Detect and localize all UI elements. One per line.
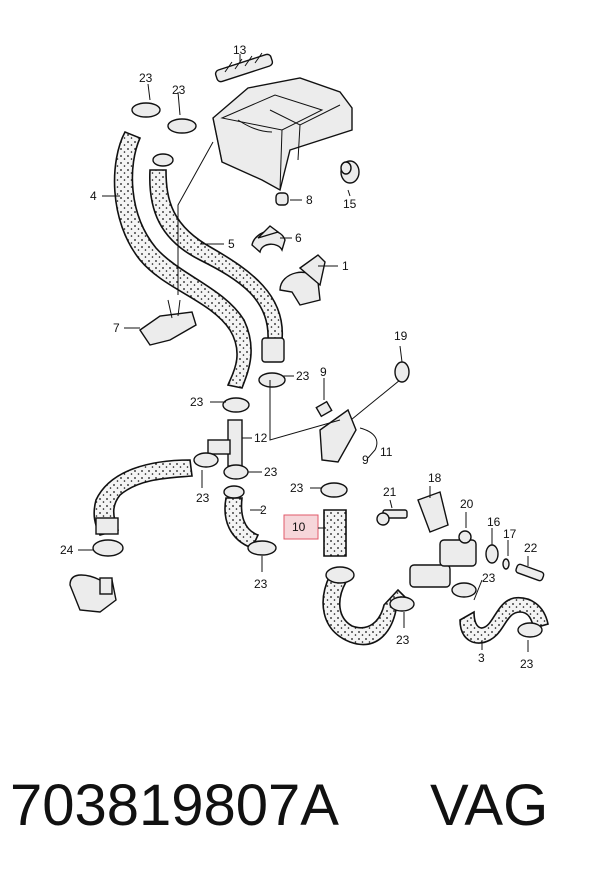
hose-clamp-h xyxy=(325,566,355,584)
hose-left-end xyxy=(95,517,119,535)
hose-3 xyxy=(459,596,549,644)
bolt-22 xyxy=(515,563,545,582)
label-9-bottom: 9 xyxy=(362,453,369,467)
label-23-f: 23 xyxy=(196,491,210,505)
label-23-g: 23 xyxy=(290,481,304,495)
label-16: 16 xyxy=(487,515,501,529)
part-number: 703819807A xyxy=(10,773,339,838)
label-9-top: 9 xyxy=(320,365,327,379)
label-2: 2 xyxy=(260,503,267,517)
label-23-k: 23 xyxy=(520,657,534,671)
hose-2 xyxy=(224,497,260,550)
coolant-valve xyxy=(69,574,117,613)
hose-clamp-f xyxy=(223,485,245,499)
label-17: 17 xyxy=(503,527,517,541)
label-15: 15 xyxy=(343,197,357,211)
grommet-part xyxy=(340,160,360,184)
hose-clamp-b xyxy=(258,372,286,388)
plug-part xyxy=(275,192,289,206)
label-8: 8 xyxy=(306,193,313,207)
hose-left xyxy=(93,459,193,536)
hose-clamp-d xyxy=(223,464,249,480)
coolant-valve-20 xyxy=(409,530,477,588)
label-24: 24 xyxy=(60,543,74,557)
hose-10 xyxy=(323,509,347,557)
washer-17 xyxy=(502,558,510,570)
label-10: 10 xyxy=(292,520,306,534)
label-23-i: 23 xyxy=(254,577,268,591)
parts-diagram: 13 23 23 4 5 8 15 6 1 7 19 23 9 23 12 11… xyxy=(60,43,549,671)
footer: 703819807A VAG xyxy=(0,760,600,870)
label-21: 21 xyxy=(383,485,397,499)
clip-part xyxy=(251,225,286,254)
leader-lines xyxy=(78,54,529,652)
label-23-e: 23 xyxy=(264,465,278,479)
hose-clamp-j xyxy=(451,582,477,598)
bracket-part xyxy=(279,254,326,306)
brand-name: VAG xyxy=(430,773,549,838)
hose-clamp-top-left xyxy=(131,102,197,167)
label-19: 19 xyxy=(394,329,408,343)
label-4: 4 xyxy=(90,189,97,203)
label-23-d: 23 xyxy=(190,395,204,409)
hose-clamp-k xyxy=(517,622,543,638)
label-5: 5 xyxy=(228,237,235,251)
bracket-18 xyxy=(417,491,449,533)
hose-bracket xyxy=(139,299,197,346)
label-23-c: 23 xyxy=(296,369,310,383)
label-20: 20 xyxy=(460,497,474,511)
hose-4 xyxy=(113,130,252,389)
label-23-j: 23 xyxy=(396,633,410,647)
hose-clamp-e xyxy=(247,540,277,556)
label-12: 12 xyxy=(254,431,268,445)
label-1: 1 xyxy=(342,259,349,273)
t-piece xyxy=(207,419,243,467)
label-11: 11 xyxy=(380,445,393,459)
highlight-box-10 xyxy=(283,514,319,540)
label-23-a: 23 xyxy=(139,71,153,85)
label-18: 18 xyxy=(428,471,442,485)
label-23-h: 23 xyxy=(482,571,496,585)
hose-clamp-g xyxy=(320,482,348,498)
label-6: 6 xyxy=(295,231,302,245)
label-3: 3 xyxy=(478,651,485,665)
hose-clamp-c xyxy=(193,452,219,468)
hose-clamp-24 xyxy=(92,539,124,557)
label-13: 13 xyxy=(233,43,247,57)
hose-5-end xyxy=(261,337,285,363)
label-22: 22 xyxy=(524,541,538,555)
label-23-b: 23 xyxy=(172,83,186,97)
seal-16 xyxy=(485,544,499,564)
heater-box xyxy=(212,52,353,192)
label-7: 7 xyxy=(113,321,120,335)
bolt-21 xyxy=(376,509,408,526)
hose-clamp-i xyxy=(389,596,415,612)
valve-cable xyxy=(315,361,410,463)
hose-clamp-a xyxy=(222,397,250,413)
